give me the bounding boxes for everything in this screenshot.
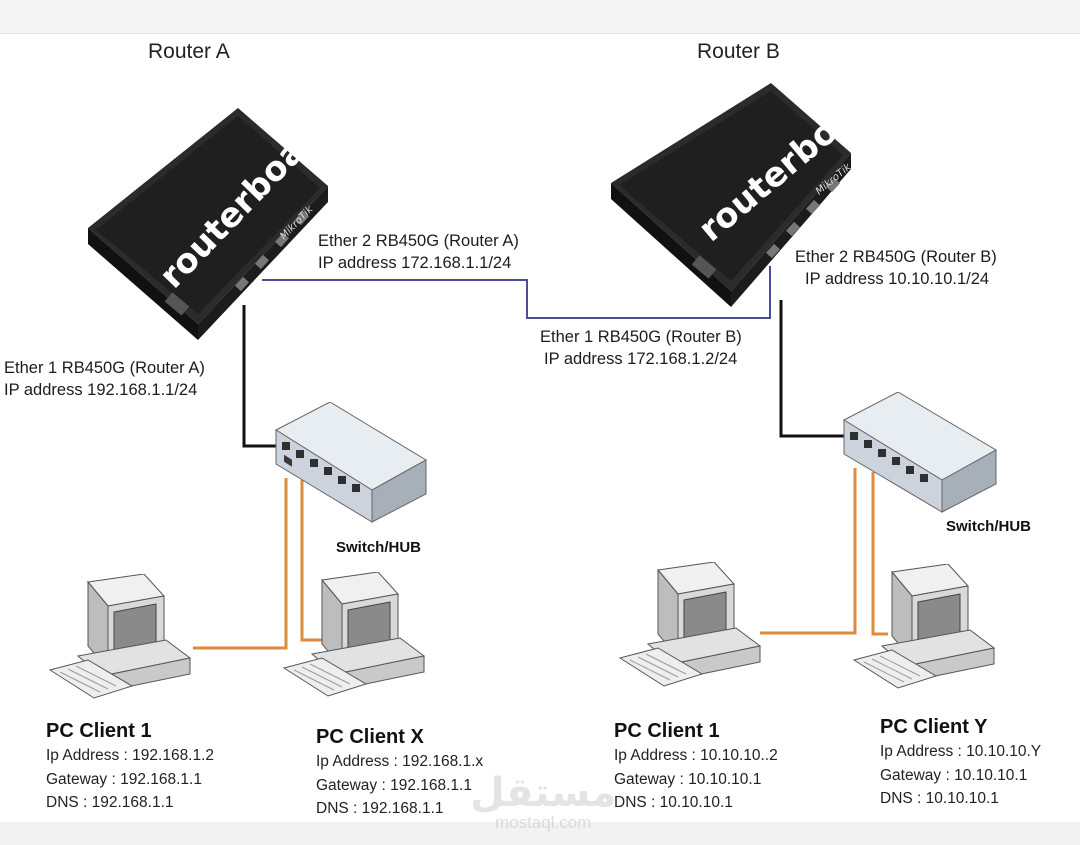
pc-client-1-a-name: PC Client 1 <box>46 720 152 742</box>
pc-client-x-dns: DNS : 192.168.1.1 <box>316 800 444 817</box>
router-b-ether1-label: Ether 1 RB450G (Router B) IP address 172… <box>540 326 742 370</box>
pc-client-1-b-info: PC Client 1 Ip Address : 10.10.10..2 Gat… <box>614 718 778 815</box>
switch-b-label: Switch/HUB <box>946 518 1032 535</box>
pc-client-y-dns: DNS : 10.10.10.1 <box>880 790 999 807</box>
router-a-ether1-name: Ether 1 RB450G (Router A) <box>4 359 205 377</box>
router-b-ether1-ip: IP address 172.168.1.2/24 <box>544 350 738 368</box>
router-a-ether2-name: Ether 2 RB450G (Router A) <box>318 232 519 250</box>
pc-client-1-b-icon <box>618 562 762 687</box>
cable-switch-b-to-pc-client-y <box>871 472 888 636</box>
switch-a-icon <box>274 402 427 523</box>
cable-router-b-to-switch-b <box>779 300 845 438</box>
router-a-ether2-label: Ether 2 RB450G (Router A) IP address 172… <box>318 230 519 274</box>
pc-client-y-gateway: Gateway : 10.10.10.1 <box>880 766 1028 784</box>
pc-client-1-b-gateway: Gateway : 10.10.10.1 <box>614 770 762 788</box>
pc-client-1-a-info: PC Client 1 Ip Address : 192.168.1.2 Gat… <box>46 718 214 815</box>
watermark-arabic: مستقل <box>470 771 617 815</box>
pc-client-y-info: PC Client Y Ip Address : 10.10.10.Y Gate… <box>880 714 1041 811</box>
pc-client-x-info: PC Client X Ip Address : 192.168.1.x Gat… <box>316 724 483 821</box>
router-b-ether1-name: Ether 1 RB450G (Router B) <box>540 328 742 346</box>
router-b-ether2-label: Ether 2 RB450G (Router B) IP address 10.… <box>795 246 997 290</box>
cable-router-a-to-switch-a <box>242 305 278 448</box>
router-a-title: Router A <box>148 40 230 63</box>
pc-client-1-a-icon <box>48 574 192 699</box>
pc-client-x-name: PC Client X <box>316 726 424 748</box>
router-a-icon: routerboard MikroTik <box>88 108 338 340</box>
bottom-band <box>0 822 1080 845</box>
watermark: مستقل mostaql.com <box>470 772 616 832</box>
cable-switch-a-to-pc-client-x <box>300 480 322 642</box>
pc-client-x-ip: Ip Address : 192.168.1.x <box>316 753 484 770</box>
cable-switch-a-to-pc-client-1 <box>193 478 288 650</box>
router-a-ether1-ip: IP address 192.168.1.1/24 <box>4 381 198 399</box>
switch-b-icon <box>842 392 998 513</box>
pc-client-y-icon <box>852 564 996 689</box>
pc-client-1-a-dns: DNS : 192.168.1.1 <box>46 794 174 811</box>
router-b-icon: routerboard MikroTik <box>611 83 861 307</box>
pc-client-y-ip: Ip Address : 10.10.10.Y <box>880 743 1042 760</box>
router-b-ether2-name: Ether 2 RB450G (Router B) <box>795 248 997 266</box>
pc-client-x-gateway: Gateway : 192.168.1.1 <box>316 776 472 794</box>
router-a-ether2-ip: IP address 172.168.1.1/24 <box>318 254 512 272</box>
watermark-latin: mostaql.com <box>494 813 592 832</box>
pc-client-1-b-dns: DNS : 10.10.10.1 <box>614 794 733 811</box>
router-b-title: Router B <box>697 40 780 63</box>
cable-switch-b-to-pc-client-1 <box>760 468 857 635</box>
switch-a-label: Switch/HUB <box>336 539 422 556</box>
top-band <box>0 0 1080 34</box>
pc-client-1-b-ip: Ip Address : 10.10.10..2 <box>614 747 778 764</box>
pc-client-y-name: PC Client Y <box>880 716 988 738</box>
cable-router-a-to-router-b <box>262 266 771 319</box>
router-a-ether1-label: Ether 1 RB450G (Router A) IP address 192… <box>4 357 205 401</box>
pc-client-1-a-gateway: Gateway : 192.168.1.1 <box>46 770 202 788</box>
router-b-ether2-ip: IP address 10.10.10.1/24 <box>805 270 990 288</box>
pc-client-x-icon <box>282 572 426 697</box>
pc-client-1-b-name: PC Client 1 <box>614 720 720 742</box>
pc-client-1-a-ip: Ip Address : 192.168.1.2 <box>46 747 215 764</box>
